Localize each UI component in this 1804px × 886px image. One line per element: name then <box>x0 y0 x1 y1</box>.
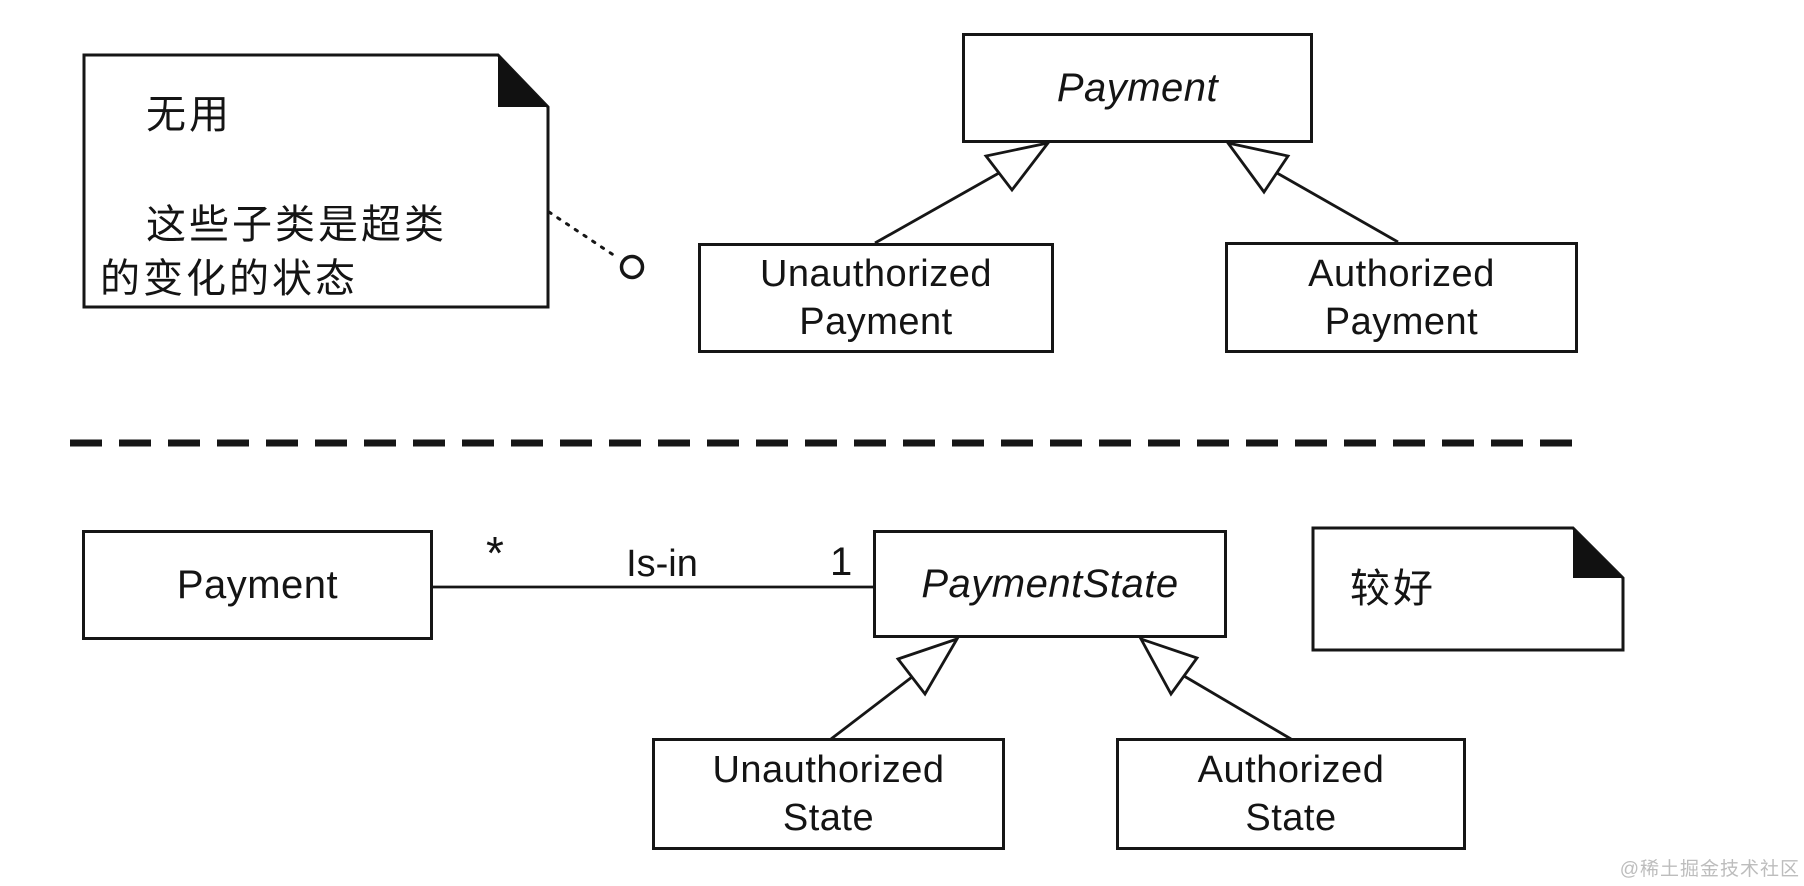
note-anchor-dotted-line <box>547 210 620 260</box>
generalization-arrowhead-left-bottom <box>895 636 961 697</box>
watermark-text: @稀土掘金技术社区 <box>1619 859 1800 880</box>
note-bottom-text: 较好 <box>1350 567 1436 611</box>
class-name-line2: Payment <box>1324 300 1479 343</box>
class-box-unauthorized-payment: Unauthorized Payment <box>698 243 1054 353</box>
class-name-line1: Unauthorized <box>759 253 993 295</box>
generalization-line-unauthorized-payment <box>874 171 1000 245</box>
generalization-arrowhead-left-top <box>983 140 1052 193</box>
class-name: Payment <box>176 563 339 607</box>
note-anchor-circle <box>619 254 645 280</box>
class-name: PaymentState <box>921 562 1179 606</box>
note-top-body-line2: 的变化的状态 <box>100 257 358 301</box>
class-box-unauthorized-state: Unauthorized State <box>652 738 1005 850</box>
generalization-line-authorized-payment <box>1276 171 1399 244</box>
class-box-paymentstate-abstract: PaymentState <box>873 530 1227 638</box>
class-name-line2: State <box>782 797 875 839</box>
class-name-line1: Unauthorized <box>712 749 945 791</box>
note-top-title: 无用 <box>146 93 232 137</box>
note-top-body-line1: 这些子类是超类 <box>146 203 447 247</box>
multiplicity-many: * <box>486 527 504 579</box>
class-name-line1: Authorized <box>1197 749 1385 791</box>
class-name-line1: Authorized <box>1308 252 1495 295</box>
generalization-arrowhead-right-top <box>1224 140 1291 195</box>
class-name-line2: Payment <box>799 301 953 343</box>
class-box-payment-abstract: Payment <box>962 33 1313 143</box>
generalization-line-authorized-state <box>1183 674 1292 741</box>
note-bottom-outline <box>1311 526 1625 652</box>
class-name-line2: State <box>1245 797 1337 839</box>
note-top-outline <box>82 53 550 309</box>
class-name: Payment <box>1056 66 1219 110</box>
class-box-payment: Payment <box>82 530 433 640</box>
note-top-fold-icon <box>498 55 548 107</box>
class-box-authorized-state: Authorized State <box>1116 738 1466 850</box>
generalization-line-unauthorized-state <box>830 675 913 741</box>
generalization-arrowhead-right-bottom <box>1138 636 1200 697</box>
note-bottom-fold-icon <box>1573 528 1623 578</box>
class-box-authorized-payment: Authorized Payment <box>1225 242 1578 353</box>
multiplicity-one: 1 <box>830 540 853 584</box>
association-label: Is-in <box>626 543 698 585</box>
